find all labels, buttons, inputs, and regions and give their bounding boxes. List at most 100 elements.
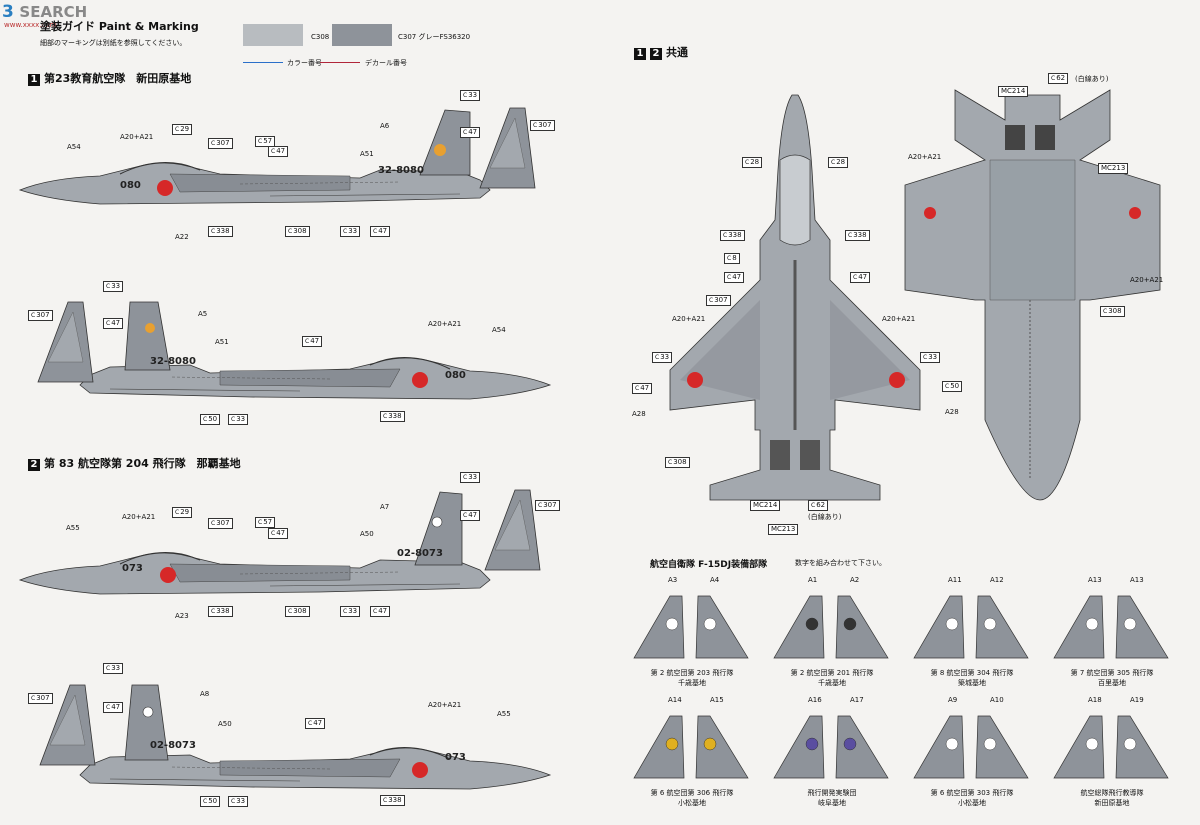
- section-1-title: 第23教育航空隊 新田原基地: [44, 72, 192, 85]
- serial-aircraft-1: 32-8080: [378, 165, 424, 176]
- squadron-emblem: [703, 737, 717, 751]
- squadron-fin-pair: [1053, 715, 1169, 779]
- aircraft-3-tail-outer: [484, 489, 541, 571]
- serial-aircraft-4: 02-8073: [150, 740, 196, 751]
- label-a51-2: A51: [215, 338, 229, 346]
- callout-c28-top-left: C28: [742, 157, 763, 168]
- squadron-caption: 第 6 航空団第 303 飛行隊小松基地: [912, 788, 1032, 808]
- squadron-emblem: [843, 617, 857, 631]
- squadron-fin: [633, 715, 685, 779]
- squadron-fin-pair: [913, 595, 1029, 659]
- aircraft-4-tail: [124, 684, 169, 761]
- callout-c338-4: C338: [380, 795, 405, 806]
- squadron-fin: [633, 595, 685, 659]
- label-a28-top-right: A28: [945, 408, 959, 416]
- squadron-emblem: [703, 617, 717, 631]
- squadron-emblem: [945, 737, 959, 751]
- label-a20-3: A20+A21: [122, 513, 156, 521]
- watermark-site-text: SEARCH: [19, 3, 88, 21]
- callout-c28-top-right: C28: [828, 157, 849, 168]
- squadron-emblem: [983, 737, 997, 751]
- callout-c47-1: C47: [268, 146, 289, 157]
- label-a54-2: A54: [492, 326, 506, 334]
- aircraft-1-tail-outer: [479, 107, 536, 189]
- callout-c47-1c: C47: [460, 127, 481, 138]
- squadron-fin: [835, 595, 889, 659]
- squadron-unit-name: 第 7 航空団第 305 飛行隊: [1070, 669, 1154, 677]
- squadron-title: 航空自衛隊 F-15DJ装備部隊: [650, 560, 768, 570]
- squadron-decal-a: A18: [1088, 696, 1102, 704]
- aircraft-3-tail-emblem: [431, 516, 443, 528]
- squadron-decal-b: A12: [990, 576, 1004, 584]
- serial-aircraft-2: 32-8080: [150, 356, 196, 367]
- callout-c33-1b: C33: [460, 90, 481, 101]
- color-swatch-c308: [243, 24, 303, 46]
- nose-number-aircraft-3: 073: [122, 563, 143, 574]
- squadron-base-name: 千歳基地: [818, 679, 846, 687]
- label-a50-3: A50: [360, 530, 374, 538]
- callout-c47-3c: C47: [460, 510, 481, 521]
- squadron-decal-b: A17: [850, 696, 864, 704]
- callout-c33-2b: C33: [228, 414, 249, 425]
- squadron-base-name: 新田原基地: [1094, 799, 1130, 807]
- squadron-emblem: [665, 737, 679, 751]
- callout-c47-top-left: C47: [724, 272, 745, 283]
- label-a20-top-left: A20+A21: [672, 315, 706, 323]
- callout-c338-3: C338: [208, 606, 233, 617]
- squadron-decal-b: A10: [990, 696, 1004, 704]
- section-2-number: 2: [28, 459, 40, 471]
- squadron-decal-a: A1: [808, 576, 818, 584]
- squadron-base-name: 岐阜基地: [818, 799, 846, 807]
- page-title: 塗装ガイド Paint & Marking: [40, 20, 199, 33]
- label-a23-3: A23: [175, 612, 189, 620]
- callout-c307-top: C307: [706, 295, 731, 306]
- label-a6-1: A6: [380, 122, 390, 130]
- squadron-decal-b: A19: [1130, 696, 1144, 704]
- common-title: 共通: [666, 46, 688, 59]
- squadron-emblem: [665, 617, 679, 631]
- callout-c307-3: C307: [208, 518, 233, 529]
- nose-number-aircraft-4: 073: [445, 752, 466, 763]
- squadron-fin-pair: [773, 715, 889, 779]
- callout-c307-1: C307: [208, 138, 233, 149]
- squadron-emblem: [1085, 617, 1099, 631]
- squadron-emblem: [805, 617, 819, 631]
- label-white-line-top: (白線あり): [808, 513, 842, 521]
- label-a5-2: A5: [198, 310, 208, 318]
- squadron-fin-pair: [913, 715, 1029, 779]
- squadron-emblem: [1085, 737, 1099, 751]
- color-swatch-c307: [332, 24, 392, 46]
- callout-c307-3b: C307: [535, 500, 560, 511]
- squadron-decal-a: A13: [1088, 576, 1102, 584]
- squadron-decal-b: A2: [850, 576, 860, 584]
- squadron-caption: 航空総隊飛行教導隊新田原基地: [1052, 788, 1172, 808]
- squadron-fin-pair: [773, 595, 889, 659]
- squadron-note: 数字を組み合わせて下さい。: [795, 559, 886, 567]
- squadron-decal-a: A16: [808, 696, 822, 704]
- squadron-unit-name: 航空総隊飛行教導隊: [1080, 789, 1144, 797]
- label-a20-1: A20+A21: [120, 133, 154, 141]
- nose-number-aircraft-1: 080: [120, 180, 141, 191]
- squadron-unit-name: 第 6 航空団第 306 飛行隊: [650, 789, 734, 797]
- squadron-decal-b: A13: [1130, 576, 1144, 584]
- callout-c47-1b: C47: [370, 226, 391, 237]
- aircraft-3-tail: [414, 491, 463, 566]
- callout-c33-4: C33: [103, 663, 124, 674]
- aircraft-2-tail-emblem: [145, 323, 155, 333]
- common-number-2: 2: [650, 48, 662, 60]
- squadron-fin: [695, 595, 749, 659]
- common-number-1: 1: [634, 48, 646, 60]
- callout-c29-3: C29: [172, 507, 193, 518]
- squadron-base-name: 小松基地: [678, 799, 706, 807]
- squadron-emblem: [983, 617, 997, 631]
- serial-aircraft-3: 02-8073: [397, 548, 443, 559]
- aircraft-2-tail: [124, 301, 171, 371]
- aircraft-2-hinomaru: [412, 372, 428, 388]
- callout-c338-1: C338: [208, 226, 233, 237]
